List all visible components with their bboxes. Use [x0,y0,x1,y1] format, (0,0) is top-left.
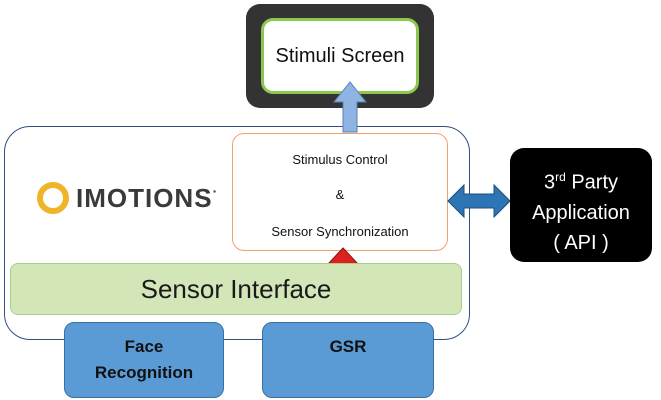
stimuli-screen-label: Stimuli Screen [275,44,405,67]
sensor-synchronization-label: Sensor Synchronization [271,224,409,239]
gsr-sensor: GSR [262,322,434,398]
ampersand-label: & [335,187,345,202]
imotions-logo-icon [37,182,69,214]
logo-trademark-mark: · [212,183,219,199]
sensor-interface-label: Sensor Interface [140,273,332,304]
double-arrow [447,183,511,219]
sensor-interface-bar: Sensor Interface [10,263,462,315]
face-recognition-sensor: Face Recognition [64,322,224,398]
stimulus-control-label: Stimulus Control [292,152,388,167]
face-label: Face [124,337,164,356]
third-party-application-box: 3rd Party Application ( API ) [510,148,652,262]
recognition-label: Recognition [94,363,194,382]
imotions-logo-text: IMOTIONS· [76,183,219,213]
up-arrow-to-screen [332,81,368,133]
stimulus-control-box: Stimulus Control & Sensor Synchronizatio… [232,133,448,251]
stimuli-screen-box: Stimuli Screen [261,18,419,94]
application-label: Application [532,201,630,224]
api-label: ( API ) [553,231,609,254]
gsr-label: GSR [329,337,367,356]
third-party-line1: 3rd Party [543,170,619,194]
